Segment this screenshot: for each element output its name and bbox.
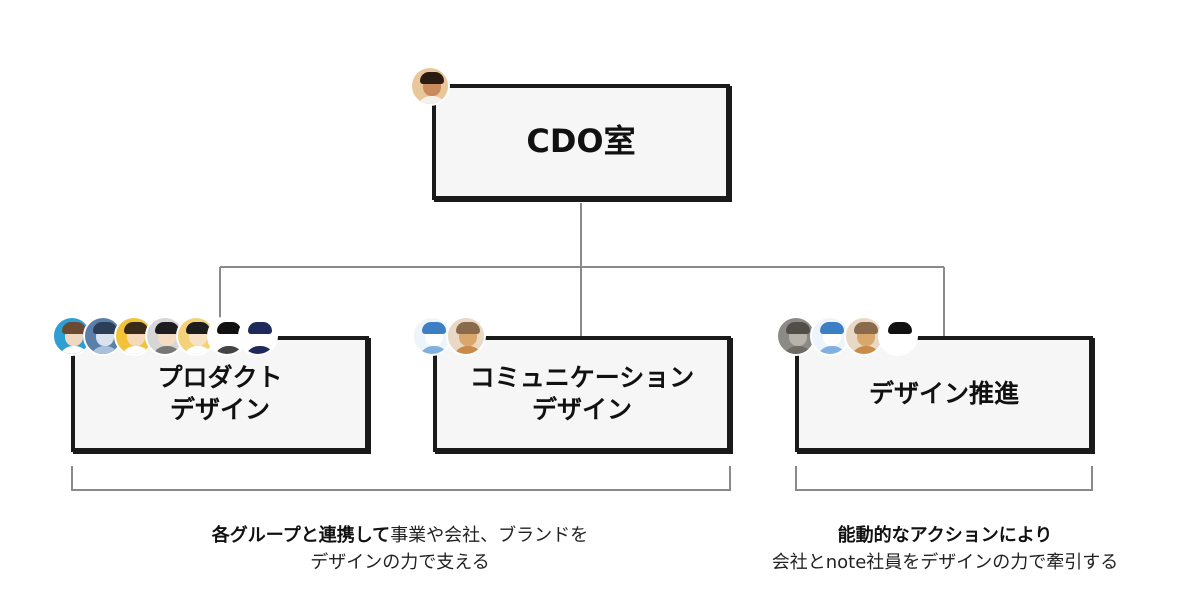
avatar-body bbox=[817, 346, 847, 354]
node-communication-line2: デザイン bbox=[531, 395, 632, 424]
avatar-hair bbox=[124, 322, 148, 334]
avatar bbox=[145, 316, 185, 356]
description-left-line2: デザインの力で支える bbox=[310, 552, 490, 573]
avatar bbox=[810, 316, 850, 356]
avatar-body bbox=[121, 346, 151, 354]
avatar-body bbox=[453, 346, 483, 354]
avatar bbox=[776, 316, 816, 356]
avatar-hair bbox=[93, 322, 117, 334]
avatar-hair bbox=[217, 322, 241, 334]
avatar-body bbox=[59, 346, 89, 354]
avatar bbox=[238, 316, 278, 356]
avatar-hair bbox=[248, 322, 272, 334]
avatar-hair bbox=[456, 322, 480, 334]
avatar-body bbox=[183, 346, 213, 354]
node-product-design: プロダクト デザイン bbox=[71, 336, 369, 452]
avatar-body bbox=[885, 346, 915, 354]
description-left: 各グループと連携して事業や会社、ブランドを デザインの力で支える bbox=[150, 522, 650, 576]
node-promotion-label: デザイン推進 bbox=[868, 378, 1019, 408]
bracket-right bbox=[795, 466, 1093, 491]
avatar-hair bbox=[420, 72, 444, 84]
node-cdo-label: CDO室 bbox=[526, 122, 636, 161]
avatar bbox=[176, 316, 216, 356]
description-right-bold: 能動的なアクションにより bbox=[837, 525, 1053, 546]
avatar bbox=[410, 66, 450, 106]
avatar-hair bbox=[422, 322, 446, 334]
avatar-hair bbox=[62, 322, 86, 334]
avatar-body bbox=[851, 346, 881, 354]
avatar-hair bbox=[155, 322, 179, 334]
avatar-hair bbox=[186, 322, 210, 334]
bracket-left bbox=[71, 466, 731, 491]
node-cdo-office: CDO室 bbox=[432, 84, 730, 200]
avatar-hair bbox=[786, 322, 810, 334]
avatar bbox=[412, 316, 452, 356]
node-product-line2: デザイン bbox=[169, 395, 270, 424]
avatar-body bbox=[417, 96, 447, 104]
avatar-body bbox=[245, 346, 275, 354]
avatar-body bbox=[90, 346, 120, 354]
description-right: 能動的なアクションにより 会社とnote社員をデザインの力で牽引する bbox=[720, 522, 1170, 576]
avatar-hair bbox=[820, 322, 844, 334]
node-communication-line1: コミュニケーション bbox=[469, 362, 695, 392]
node-design-promotion: デザイン推進 bbox=[795, 336, 1093, 452]
avatar bbox=[52, 316, 92, 356]
avatar bbox=[446, 316, 486, 356]
avatar-body bbox=[783, 346, 813, 354]
avatar bbox=[844, 316, 884, 356]
avatar-body bbox=[152, 346, 182, 354]
avatar-hair bbox=[888, 322, 912, 334]
node-communication-design: コミュニケーション デザイン bbox=[433, 336, 731, 452]
description-right-line2: 会社とnote社員をデザインの力で牽引する bbox=[771, 552, 1119, 573]
node-product-line1: プロダクト bbox=[157, 362, 283, 392]
description-left-line1: 各グループと連携して事業や会社、ブランドを bbox=[150, 522, 650, 549]
description-left-bold: 各グループと連携して bbox=[211, 525, 391, 546]
description-left-rest: 事業や会社、ブランドを bbox=[390, 525, 589, 546]
avatar-hair bbox=[854, 322, 878, 334]
avatar-body bbox=[419, 346, 449, 354]
avatar-body bbox=[214, 346, 244, 354]
avatar bbox=[878, 316, 918, 356]
description-right-line1: 能動的なアクションにより bbox=[720, 522, 1170, 549]
